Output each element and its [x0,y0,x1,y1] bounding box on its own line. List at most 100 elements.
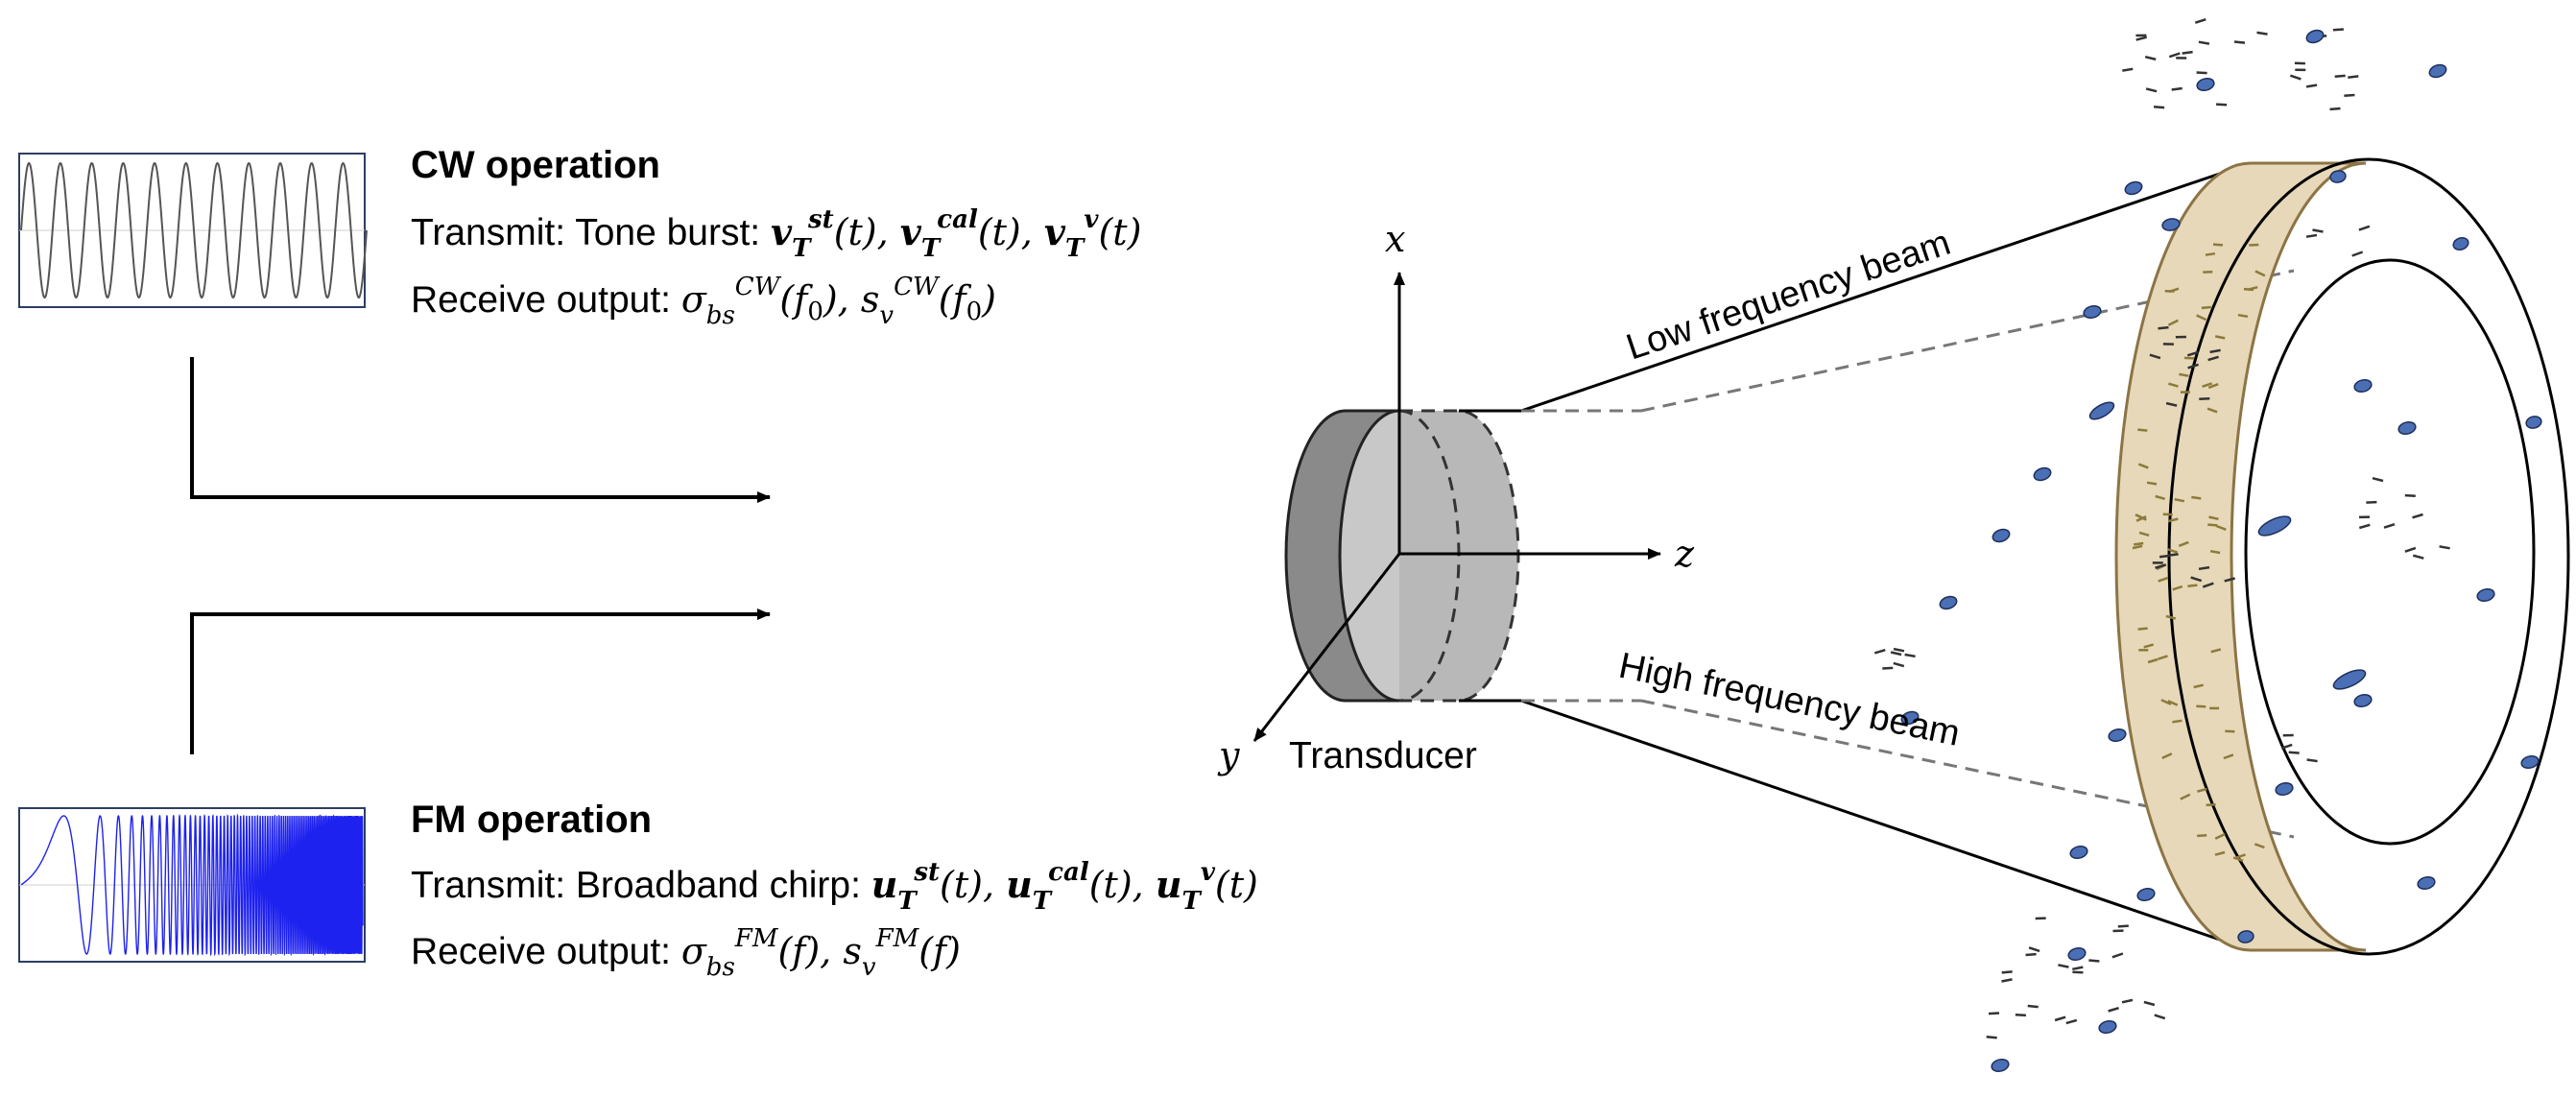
scatterer [2428,63,2447,79]
fm-flow-arrow [190,609,771,754]
scatterer [2067,947,2087,961]
scatterer-dash [1904,653,1916,658]
fm-transmit-prefix: Transmit: Broadband chirp: [411,865,871,906]
scatterer-dash [2135,36,2148,41]
scatterer-dash [2358,225,2371,231]
shell-speck [2254,843,2265,849]
shell-speck [2191,495,2202,500]
scatterer-dash [2001,978,2013,983]
scatterer [2476,588,2495,602]
sampling-volume-shell [2114,157,2570,956]
scatterer [2520,755,2540,769]
shell-speck [2155,494,2166,501]
scatterer-dash [2334,74,2346,78]
scatterer-dash [2404,493,2416,498]
scatterer-dash [2412,554,2424,560]
shell-speck [2172,719,2182,724]
chirp-wave-icon [20,813,364,957]
scatterer-dash [2015,1014,2026,1017]
shell-speck [2212,243,2224,247]
scatterer-dash [2233,40,2246,44]
scatterer [2196,78,2215,91]
fm-receive-math: σbsFM(f), svFM(f) [681,924,961,982]
shell-speck [2158,655,2168,660]
scatterer-dash [2025,952,2037,957]
cw-heading: CW operation [411,144,660,186]
scatterer-dash [2202,582,2214,588]
shell-speck [2165,614,2177,620]
scatterer [2136,888,2156,901]
scatterer-dash [2190,576,2203,583]
shell-speck [2209,549,2221,555]
shell-speck [2137,627,2148,631]
scatterer-dash [2439,545,2450,550]
scatterer-dash [2187,363,2199,370]
scatterer-dash [2216,103,2228,107]
scatterer-dash [2351,251,2364,257]
scatterer-dash [2280,743,2293,750]
scatterer-dash [2108,1007,2119,1013]
scatterer-dash [2372,476,2384,483]
scatterer-dash [2329,107,2341,111]
scatterer [2124,180,2143,196]
scatterer-dash [2344,93,2355,97]
scatterer [2257,515,2292,537]
scatterer [2275,782,2294,796]
shell-speck [2197,787,2207,793]
scatterer-dash [2182,50,2193,55]
scatterer-dash [1893,661,1905,668]
shell-speck [2167,319,2179,326]
scatterer-dash [2290,74,2302,81]
scatterer-dash [2154,1014,2166,1020]
scatterer-dash [2196,71,2207,75]
scatterer-dash [2121,998,2134,1004]
shell-speck [2214,832,2226,840]
shell-speck [2178,540,2189,547]
scatterer-dash [2383,523,2396,529]
scatterer-dash [2224,577,2236,583]
shell-speck [2180,793,2191,800]
fm-receive-line: Receive output: σbsFM(f), svFM(f) [411,924,961,982]
shell-speck [2168,382,2179,388]
scatterer-dash [2054,1015,2066,1022]
scatterer-dash [2058,964,2069,968]
scatterer [2108,728,2127,742]
x-axis-label: x [1385,218,1405,260]
shell-speck [2132,544,2143,550]
shell-speck [2249,243,2259,247]
scatterer-dash [2256,31,2268,36]
scatterer [2161,218,2181,231]
scatterer-dash [2312,228,2324,233]
scatterer-dash [2165,401,2178,407]
shell-speck [2143,643,2155,649]
y-axis-label: y [1217,734,1240,776]
scatterer-dash [2027,1004,2039,1009]
scatterer-dash [2155,563,2166,569]
low-beam-upper-edge [1520,161,2252,413]
scatterer-dash [2332,28,2344,32]
shell-speck [2174,497,2185,503]
shell-speck [2247,285,2258,292]
scatterer [2088,401,2115,420]
scatterer-dash [2198,40,2210,45]
high-frequency-beam-label: High frequency beam [1615,646,1963,754]
scatterer-dash [2072,966,2084,971]
scatterer [2353,694,2373,707]
scatterer-dash [1873,648,1886,655]
shell-speck [2137,463,2149,469]
scatterer-dash [2305,233,2318,238]
shell-speck [2146,481,2158,486]
scatterer-dash [2117,924,2129,928]
scatterer-dash [2168,52,2181,59]
shell-speck [2223,753,2234,760]
shell-speck [2201,305,2212,310]
large-scatterers [1900,29,2542,1072]
shell-speck [2197,833,2207,838]
shell-speck [2179,372,2189,377]
shell-speck [2183,356,2195,360]
scatterer-dash [2111,952,2124,959]
scatterer-dash [2143,1000,2156,1007]
shell-speck [2235,853,2246,859]
scatterer-dash [2306,758,2318,763]
sine-wave-icon [20,161,368,299]
